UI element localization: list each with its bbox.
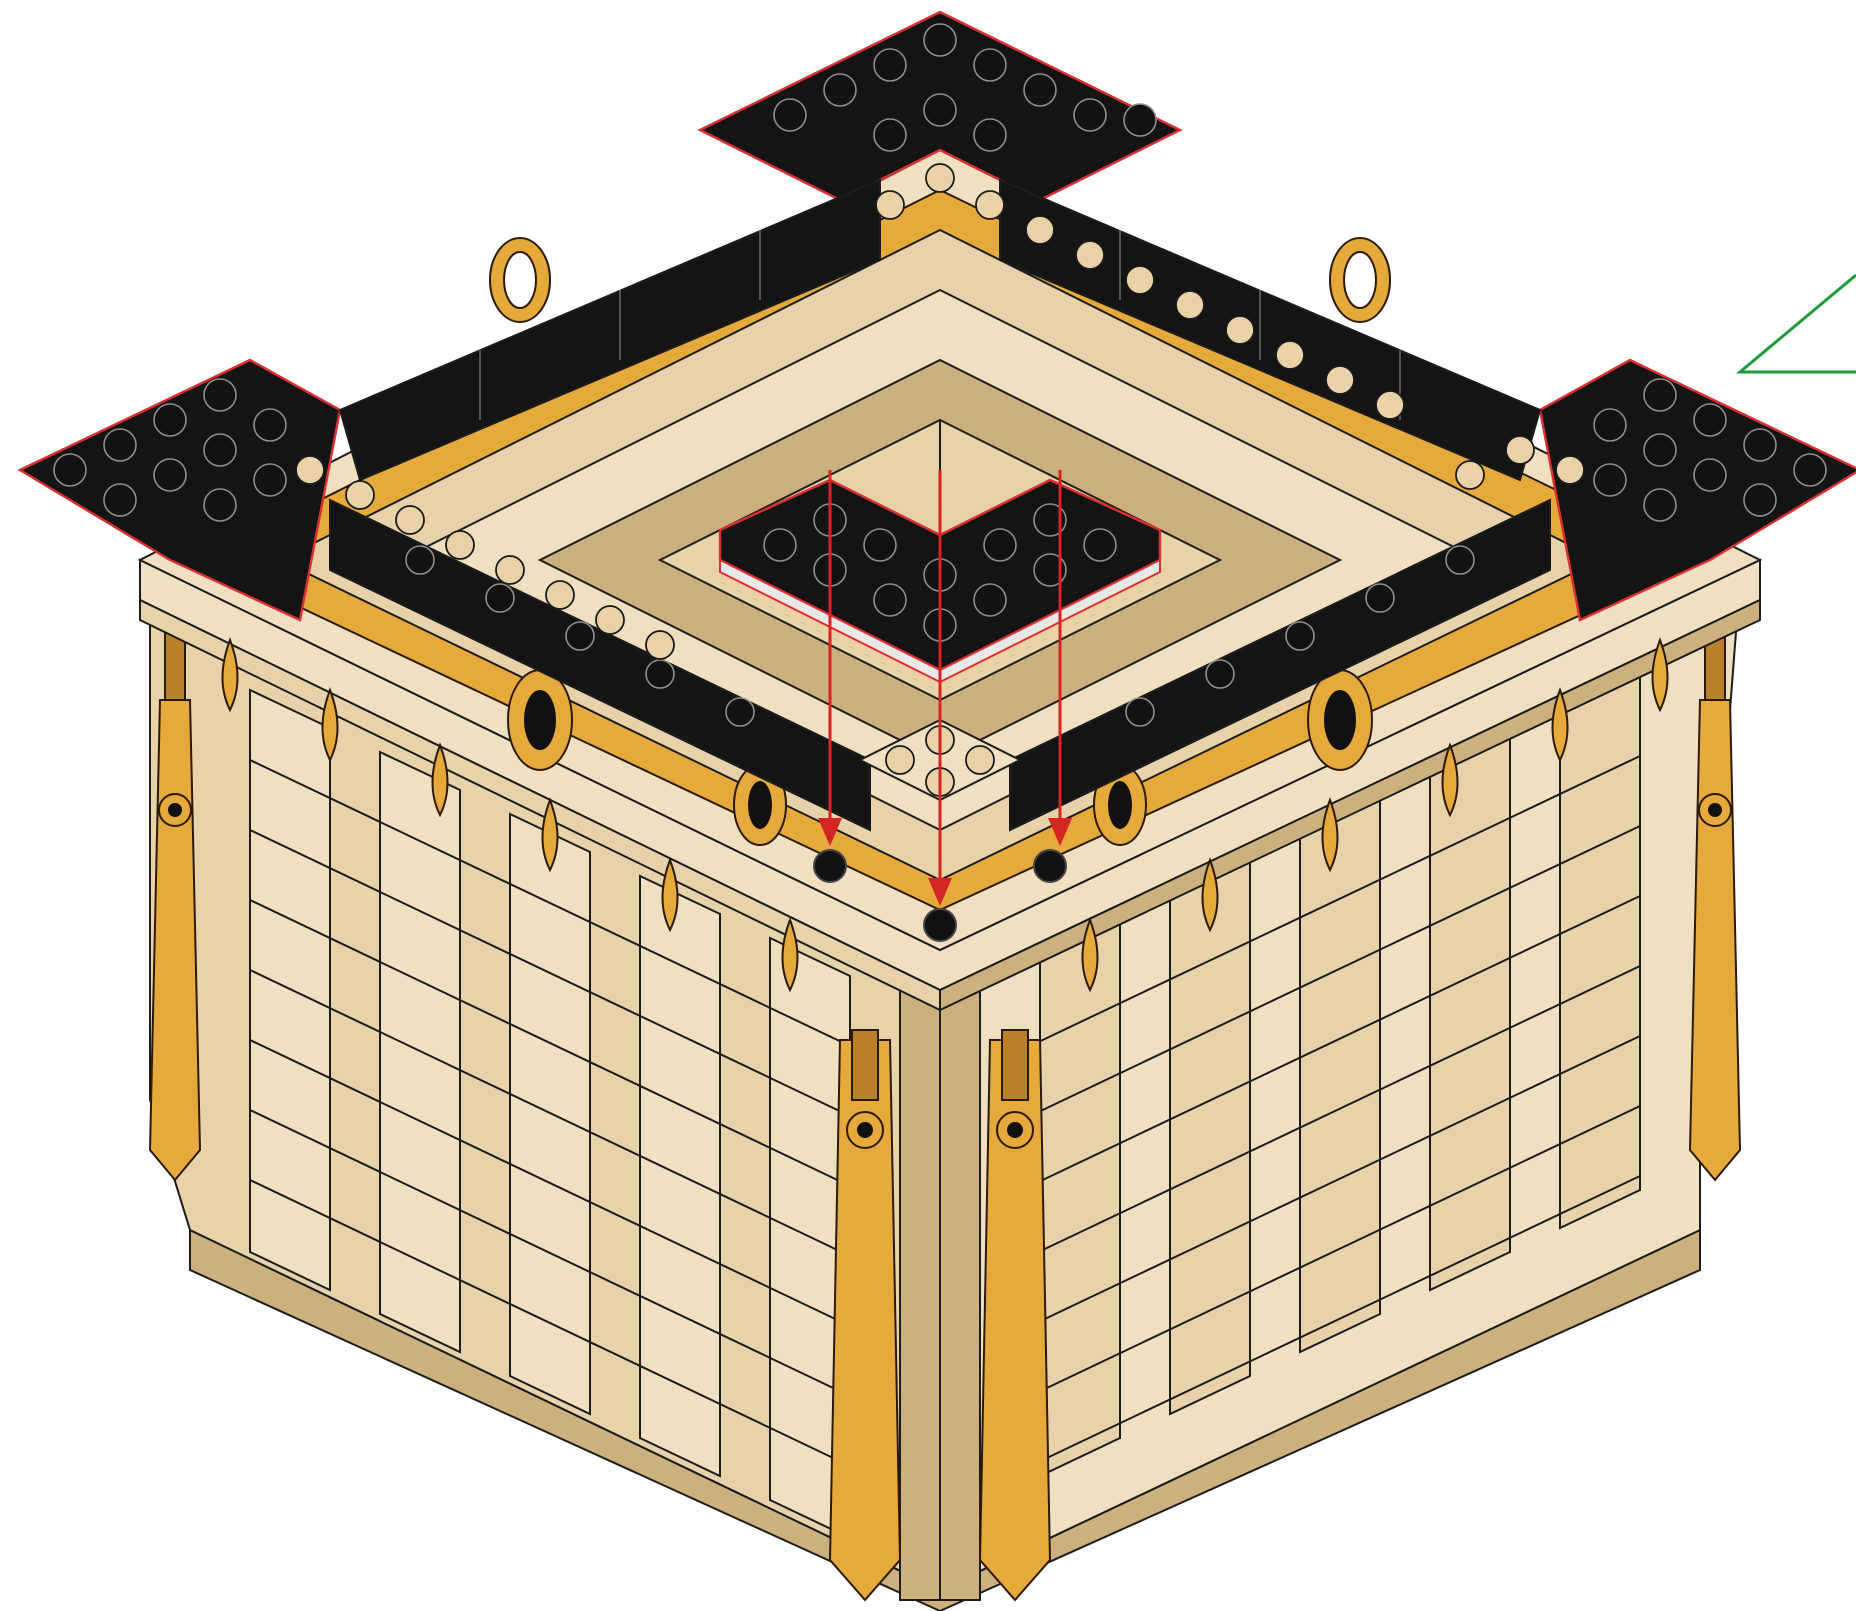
- gold-sword-center-left: [830, 1030, 900, 1600]
- gold-sword-center-right: [980, 1030, 1050, 1600]
- callout-pointer-icon: [1740, 275, 1856, 372]
